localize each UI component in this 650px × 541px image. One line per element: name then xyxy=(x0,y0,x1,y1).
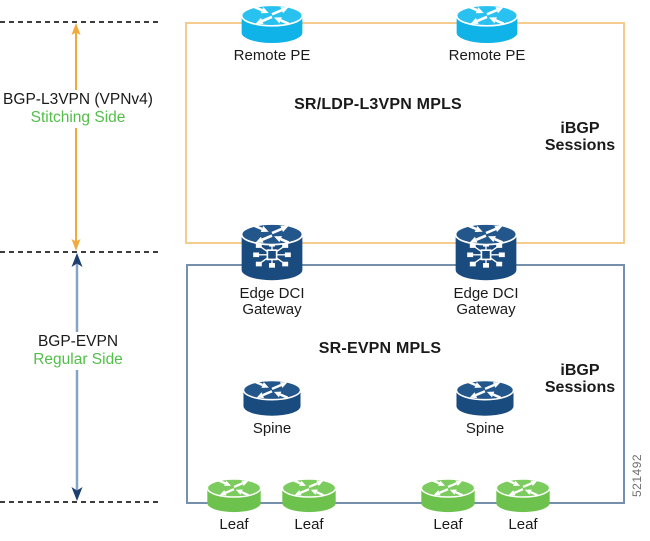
edge-dci-gateway-node-2: Edge DCI Gateway xyxy=(431,220,541,318)
dashed-separator-top xyxy=(0,21,160,23)
router-icon xyxy=(241,377,303,418)
leaf-label: Leaf xyxy=(219,516,249,533)
l3vpn-domain-box xyxy=(185,22,625,244)
router-icon xyxy=(494,476,552,514)
edge-dci-gateway-label: Edge DCI Gateway xyxy=(239,285,305,318)
leaf-label: Leaf xyxy=(508,516,538,533)
edge-dci-gateway-label: Edge DCI Gateway xyxy=(453,285,519,318)
router-icon xyxy=(239,2,305,45)
stitching-side-subtitle: Stitching Side xyxy=(30,109,126,126)
leaf-node-4: Leaf xyxy=(468,476,578,533)
regular-side-title: BGP-EVPN xyxy=(37,333,119,350)
stitching-side-label: BGP-L3VPN (VPNv4) Stitching Side xyxy=(0,90,157,128)
stitching-span-arrow xyxy=(71,23,81,251)
figure-number: 521492 xyxy=(630,453,644,497)
l3vpn-box-title: SR/LDP-L3VPN MPLS xyxy=(294,96,462,113)
leaf-label: Leaf xyxy=(294,516,324,533)
spine-label: Spine xyxy=(252,420,292,437)
spine-node-2: Spine xyxy=(430,377,540,437)
evpn-box-title: SR-EVPN MPLS xyxy=(318,340,442,357)
router-icon xyxy=(454,2,520,45)
dci-gateway-icon xyxy=(239,220,305,283)
remote-pe-node-1: Remote PE xyxy=(217,2,327,64)
leaf-node-2: Leaf xyxy=(254,476,364,533)
spine-node-1: Spine xyxy=(217,377,327,437)
dashed-separator-bottom xyxy=(0,501,160,503)
evpn-ibgp-sessions-label: iBGP Sessions xyxy=(544,362,616,396)
router-icon xyxy=(454,377,516,418)
spine-label: Spine xyxy=(465,420,505,437)
regular-span-arrow xyxy=(71,253,83,501)
remote-pe-label: Remote PE xyxy=(233,47,311,64)
regular-side-subtitle: Regular Side xyxy=(33,351,123,368)
router-icon xyxy=(280,476,338,514)
remote-pe-node-2: Remote PE xyxy=(432,2,542,64)
dci-gateway-icon xyxy=(453,220,519,283)
l3vpn-ibgp-sessions-label: iBGP Sessions xyxy=(544,120,616,154)
stitching-side-title: BGP-L3VPN (VPNv4) xyxy=(3,91,153,108)
remote-pe-label: Remote PE xyxy=(448,47,526,64)
regular-side-label: BGP-EVPN Regular Side xyxy=(29,332,127,370)
leaf-node-3: Leaf xyxy=(393,476,503,533)
dashed-separator-middle xyxy=(0,251,160,253)
edge-dci-gateway-node-1: Edge DCI Gateway xyxy=(217,220,327,318)
leaf-label: Leaf xyxy=(433,516,463,533)
leaf-node-1: Leaf xyxy=(179,476,289,533)
